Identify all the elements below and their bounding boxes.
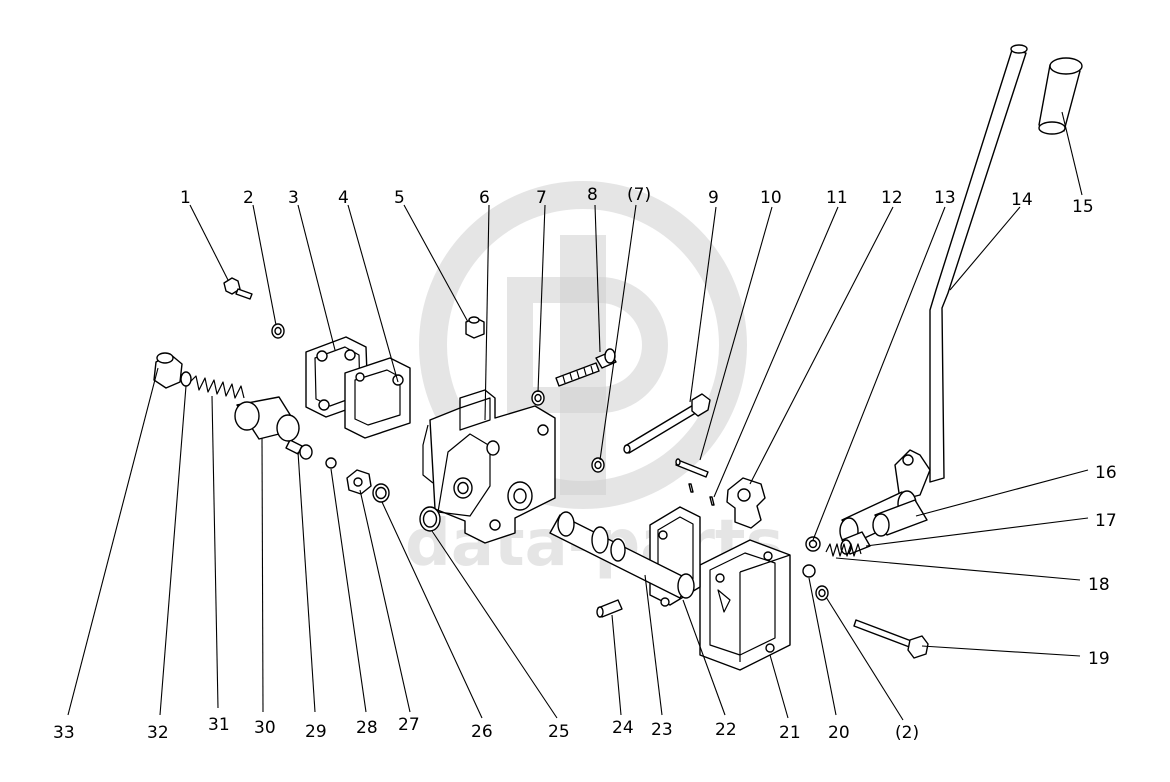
callout-14: 14 <box>1011 190 1033 210</box>
callout-9: 9 <box>708 188 719 208</box>
callout-33: 33 <box>53 723 75 743</box>
callout-28: 28 <box>356 718 378 738</box>
callout-4: 4 <box>338 188 349 208</box>
part-33-cap <box>153 352 183 389</box>
part-25-o-ring <box>419 506 441 532</box>
part-21-housing <box>699 539 791 671</box>
callout-12: 12 <box>881 188 903 208</box>
callout-19: 19 <box>1088 649 1110 669</box>
callout-18: 18 <box>1088 575 1110 595</box>
part-29-plunger <box>285 439 313 460</box>
part-19-bolt <box>853 619 929 659</box>
callout-6: 6 <box>479 188 490 208</box>
callout-23: 23 <box>651 720 673 740</box>
callout-29: 29 <box>305 722 327 742</box>
callout-20: 20 <box>828 723 850 743</box>
part-13-washer <box>805 536 821 552</box>
part-31-spring <box>189 375 245 399</box>
callout-27: 27 <box>398 715 420 735</box>
callout-labels: 1 2 3 4 5 6 7 8 (7) 9 10 11 12 13 14 15 … <box>53 185 1117 743</box>
callout-11: 11 <box>826 188 848 208</box>
callout-21: 21 <box>779 723 801 743</box>
part-9-long-bolt <box>623 393 711 454</box>
watermark-logo: data-parts <box>405 181 784 581</box>
part-10-pin <box>675 458 709 478</box>
callout-3: 3 <box>288 188 299 208</box>
part-5-fitting <box>465 316 485 339</box>
part-30-sleeve <box>234 396 300 442</box>
callout-24: 24 <box>612 718 634 738</box>
callout-16: 16 <box>1095 463 1117 483</box>
callout-7: 7 <box>536 188 547 208</box>
callout-30: 30 <box>254 718 276 738</box>
part-6-valve-body <box>422 389 556 544</box>
callout-1: 1 <box>180 188 191 208</box>
callout-25: 25 <box>548 722 570 742</box>
part-27-nut <box>346 469 372 495</box>
part-1-bolt <box>223 277 253 300</box>
callout-7b: (7) <box>627 185 651 205</box>
part-12-cam <box>726 477 766 529</box>
part-24-pin <box>596 599 623 618</box>
callout-2: 2 <box>243 188 254 208</box>
callout-8: 8 <box>587 185 598 205</box>
part-7b-washer <box>591 457 605 473</box>
callout-2b: (2) <box>895 723 919 743</box>
part-2-washer <box>271 323 285 339</box>
part-20-ball <box>802 564 816 578</box>
part-18-spring <box>825 543 862 557</box>
leader-lines <box>67 111 1089 721</box>
part-28-ball <box>325 457 337 469</box>
part-4-gasket <box>344 357 411 439</box>
part-26-ring <box>372 483 390 503</box>
callout-10: 10 <box>760 188 782 208</box>
part-8-screw <box>555 348 617 387</box>
part-11-pins <box>688 483 715 506</box>
callout-32: 32 <box>147 723 169 743</box>
part-7-washer <box>531 390 545 406</box>
callout-22: 22 <box>715 720 737 740</box>
callout-15: 15 <box>1072 197 1094 217</box>
callout-17: 17 <box>1095 511 1117 531</box>
part-16-shaft <box>839 490 928 545</box>
callout-5: 5 <box>394 188 405 208</box>
callout-26: 26 <box>471 722 493 742</box>
part-32-ring <box>180 371 192 387</box>
part-14-lever <box>894 44 1028 501</box>
part-2b-washer <box>815 585 829 601</box>
callout-13: 13 <box>934 188 956 208</box>
part-15-grip <box>1038 57 1083 135</box>
part-23-spool <box>549 511 695 599</box>
callout-31: 31 <box>208 715 230 735</box>
